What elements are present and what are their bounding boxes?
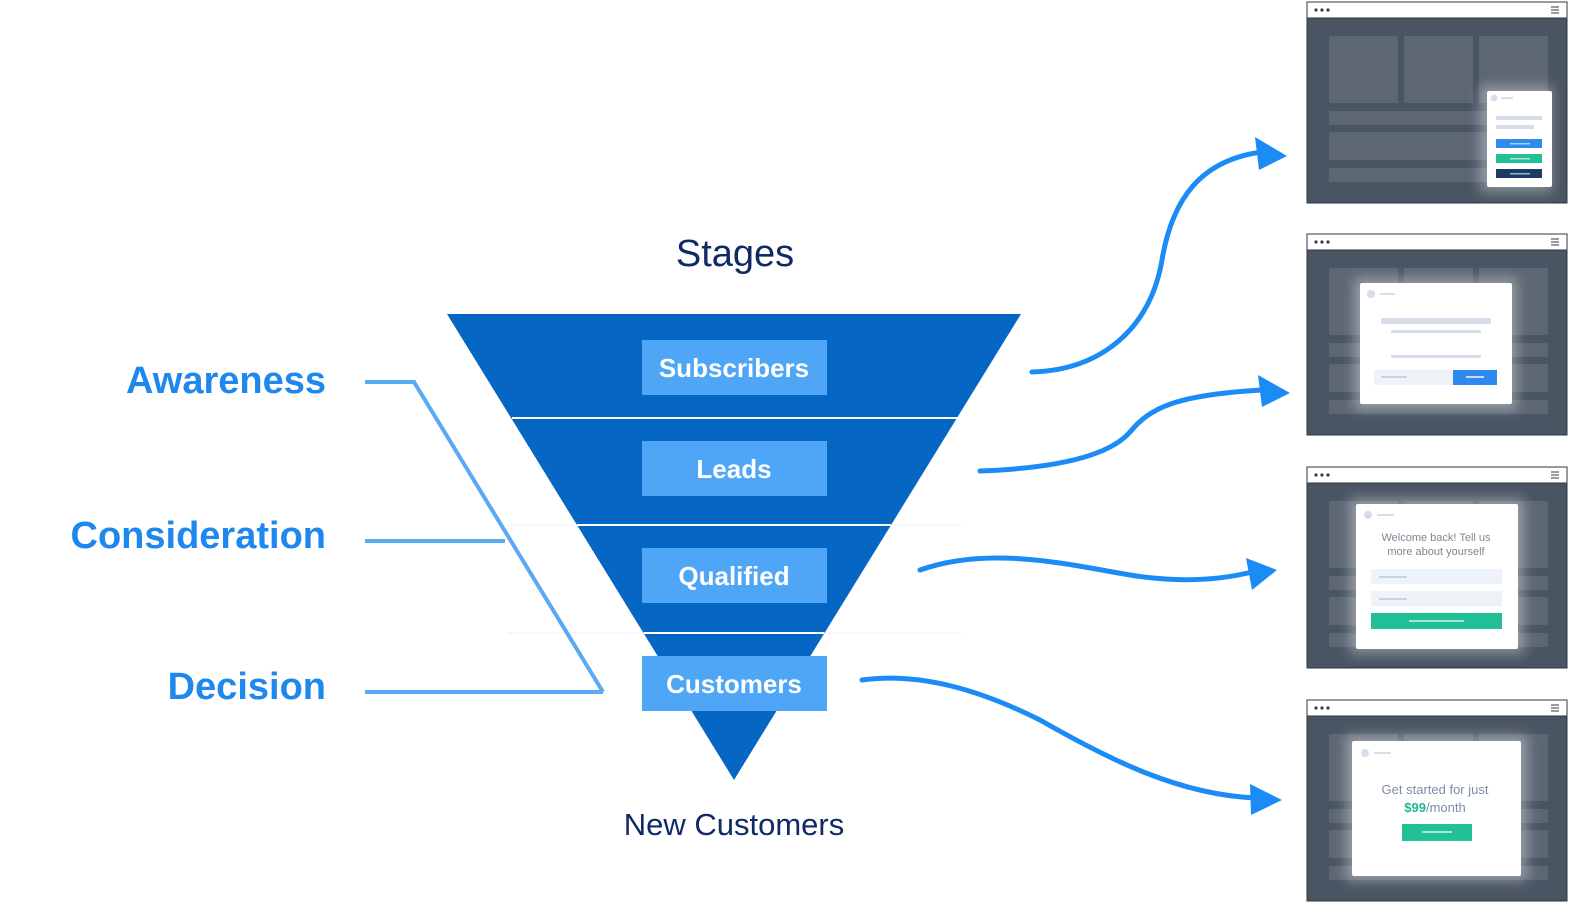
phase-consideration: Consideration	[71, 515, 326, 557]
stages-title: Stages	[676, 233, 794, 275]
browser-titlebar	[1306, 699, 1568, 717]
browser-titlebar	[1306, 466, 1568, 484]
stage-subscribers: Subscribers	[642, 340, 827, 395]
offer-price: $99	[1404, 800, 1426, 815]
welcome-heading-line-1: Welcome back! Tell us	[1381, 532, 1491, 544]
button-text-placeholder	[1466, 376, 1484, 378]
stage-arrows	[859, 149, 1265, 801]
browser-titlebar	[1306, 1, 1568, 19]
avatar-icon	[1364, 511, 1372, 519]
phase-awareness: Awareness	[126, 360, 326, 402]
stage-qualified: Qualified	[642, 548, 827, 603]
arrow-subscribers	[1029, 149, 1265, 375]
stage-label: Subscribers	[659, 353, 809, 383]
arrow-qualified	[917, 555, 1255, 583]
stage-leads: Leads	[642, 441, 827, 496]
text-placeholder	[1374, 752, 1391, 754]
window-dots-icon	[1314, 473, 1330, 477]
avatar-icon	[1361, 749, 1369, 757]
avatar-icon	[1367, 290, 1375, 298]
offer-period: /month	[1426, 800, 1466, 815]
menu-icon	[1551, 704, 1559, 712]
menu-icon	[1551, 471, 1559, 479]
funnel	[447, 314, 1021, 780]
mockup-subscribe-modal	[1306, 233, 1568, 436]
form-input-1	[1371, 569, 1502, 584]
welcome-heading-line-2: more about yourself	[1387, 546, 1485, 558]
stage-box	[642, 656, 827, 711]
stage-label: Customers	[666, 669, 802, 699]
stage-box	[642, 548, 827, 603]
arrow-customers	[859, 675, 1259, 801]
avatar-icon	[1490, 94, 1498, 102]
input-placeholder	[1379, 598, 1407, 600]
funnel-triangle	[447, 314, 1021, 780]
arrowhead-1	[1255, 137, 1287, 170]
phase-brackets	[365, 380, 605, 694]
mockup-pricing-offer: Get started for just $99/month	[1306, 699, 1568, 902]
text-placeholder	[1391, 330, 1481, 333]
email-input	[1374, 370, 1454, 385]
text-placeholder	[1380, 293, 1395, 295]
offer-heading: Get started for just	[1382, 782, 1489, 797]
phase-decision: Decision	[168, 666, 326, 708]
offer-price-line: $99/month	[1404, 800, 1465, 815]
stage-label: Leads	[696, 454, 771, 484]
text-placeholder	[1391, 355, 1481, 358]
text-placeholder	[1496, 116, 1542, 120]
stage-label: Qualified	[678, 561, 789, 591]
stage-box	[642, 441, 827, 496]
window-dots-icon	[1314, 706, 1330, 710]
arrowhead-4	[1250, 784, 1282, 815]
arrow-leads	[977, 387, 1265, 474]
stage-customers: Customers	[642, 656, 827, 711]
window-dots-icon	[1314, 240, 1330, 244]
button-text-placeholder	[1422, 831, 1452, 833]
modal-card	[1360, 283, 1512, 404]
menu-icon	[1551, 238, 1559, 246]
input-placeholder	[1379, 576, 1407, 578]
window-dots-icon	[1314, 8, 1330, 12]
new-customers-label: New Customers	[624, 807, 845, 842]
bracket-awareness	[365, 380, 605, 694]
form-input-2	[1371, 591, 1502, 606]
mockup-slide-in	[1306, 1, 1568, 204]
menu-icon	[1551, 6, 1559, 14]
button-text-placeholder	[1409, 620, 1464, 622]
mockup-welcome-back: Welcome back! Tell us more about yoursel…	[1306, 466, 1568, 669]
text-placeholder	[1496, 125, 1534, 129]
text-placeholder	[1377, 514, 1394, 516]
arrowhead-2	[1258, 375, 1290, 407]
arrowhead-3	[1246, 558, 1277, 590]
input-placeholder	[1381, 376, 1407, 378]
modal-card	[1352, 741, 1521, 876]
stage-box	[642, 340, 827, 395]
browser-titlebar	[1306, 233, 1568, 251]
text-placeholder	[1501, 97, 1513, 99]
text-placeholder	[1381, 318, 1491, 324]
arrow-heads	[1246, 137, 1290, 815]
